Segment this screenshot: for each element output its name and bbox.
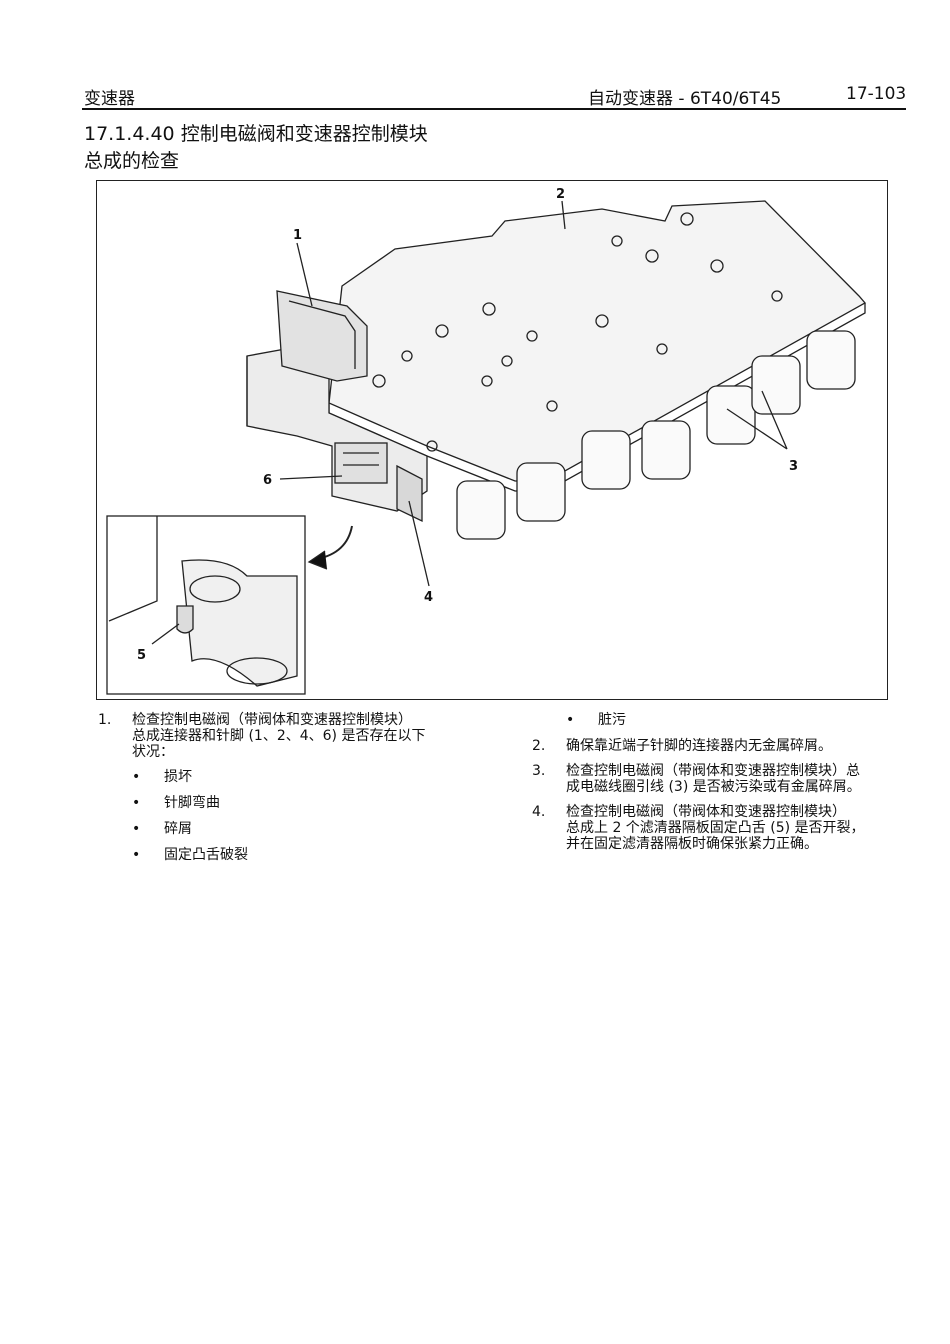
step-1: 1. 检查控制电磁阀（带阀体和变速器控制模块） 总成连接器和针脚 (1、2、4、… xyxy=(98,712,478,760)
step-2-line1: 确保靠近端子针脚的连接器内无金属碎屑。 xyxy=(566,738,832,754)
callout-6: 6 xyxy=(263,473,272,488)
step-3-number: 3. xyxy=(532,763,546,779)
step-1-number: 1. xyxy=(98,712,112,728)
header-divider xyxy=(82,108,906,110)
section-title-line1: 17.1.4.40 控制电磁阀和变速器控制模块 xyxy=(84,123,428,145)
steps-right-column: •脏污 2. 确保靠近端子针脚的连接器内无金属碎屑。 3. 检查控制电磁阀（带阀… xyxy=(532,712,912,861)
step-1-line1: 检查控制电磁阀（带阀体和变速器控制模块） xyxy=(132,712,412,728)
step-4-line2: 总成上 2 个滤清器隔板固定凸舌 (5) 是否开裂， xyxy=(566,820,865,836)
callout-4: 4 xyxy=(424,590,433,605)
step-3-line2: 成电磁线圈引线 (3) 是否被污染或有金属碎屑。 xyxy=(566,779,861,795)
step-4: 4. 检查控制电磁阀（带阀体和变速器控制模块） 总成上 2 个滤清器隔板固定凸舌… xyxy=(532,804,912,852)
step-3-line1: 检查控制电磁阀（带阀体和变速器控制模块）总 xyxy=(566,763,860,779)
step-3: 3. 检查控制电磁阀（带阀体和变速器控制模块）总 成电磁线圈引线 (3) 是否被… xyxy=(532,763,912,795)
illustration-control-solenoid-valve: 1 2 3 4 5 6 xyxy=(106,187,867,695)
step-1-line2: 总成连接器和针脚 (1、2、4、6) 是否存在以下 xyxy=(132,728,426,744)
bullet-dot-icon: • xyxy=(132,795,141,811)
step-2-number: 2. xyxy=(532,738,546,754)
callout-5: 5 xyxy=(137,648,146,663)
bullet-item: •针脚弯曲 xyxy=(132,795,220,811)
step-4-number: 4. xyxy=(532,804,546,820)
step-4-line1: 检查控制电磁阀（带阀体和变速器控制模块） xyxy=(566,804,846,820)
bullet-item: •固定凸舌破裂 xyxy=(132,847,248,863)
bullet-item: •碎屑 xyxy=(132,821,192,837)
bullet-dot-icon: • xyxy=(132,821,141,837)
callout-1: 1 xyxy=(293,228,302,243)
figure-solenoid-valve-assembly: 1 2 3 4 5 6 xyxy=(96,180,888,700)
header-page-number: 17-103 xyxy=(846,84,907,104)
step-2: 2. 确保靠近端子针脚的连接器内无金属碎屑。 xyxy=(532,738,912,754)
bullet-dot-icon: • xyxy=(132,769,141,785)
section-title-line2: 总成的检查 xyxy=(84,150,180,172)
step-1-line3: 状况： xyxy=(132,744,174,760)
bullet-item: •损坏 xyxy=(132,769,192,785)
header-chapter: 变速器 xyxy=(84,89,135,109)
callout-3: 3 xyxy=(789,459,798,474)
section-title: 17.1.4.40 控制电磁阀和变速器控制模块 总成的检查 xyxy=(84,121,428,175)
bullet-item: •脏污 xyxy=(566,712,626,728)
step-4-line3: 并在固定滤清器隔板时确保张紧力正确。 xyxy=(566,836,818,852)
bullet-dot-icon: • xyxy=(566,712,575,728)
header-section-name: 自动变速器 - 6T40/6T45 xyxy=(588,89,782,109)
callout-2: 2 xyxy=(556,187,565,202)
bullet-dot-icon: • xyxy=(132,847,141,863)
steps-left-column: 1. 检查控制电磁阀（带阀体和变速器控制模块） 总成连接器和针脚 (1、2、4、… xyxy=(98,712,478,873)
